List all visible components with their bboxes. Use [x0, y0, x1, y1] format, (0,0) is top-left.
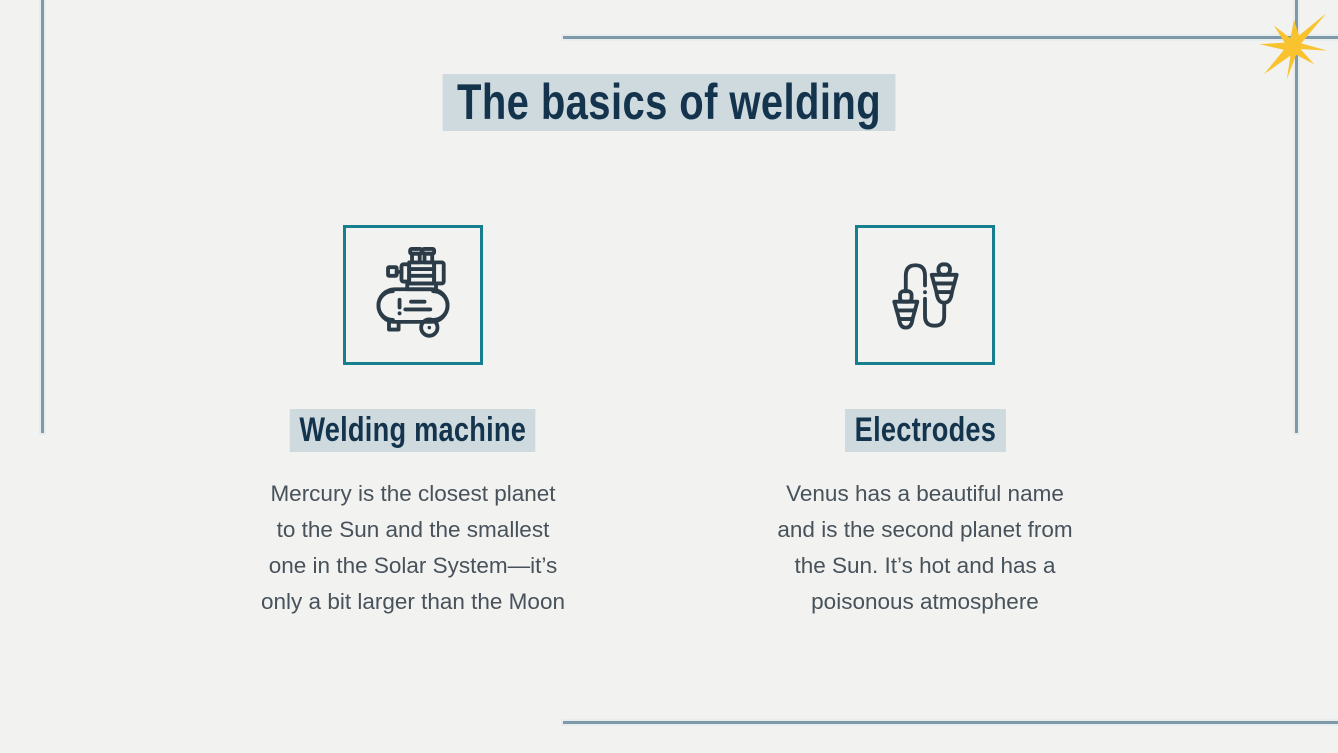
- top-horizontal-line: [563, 36, 1338, 39]
- starburst-icon: [1259, 13, 1328, 80]
- heading-welding-machine: Welding machine: [289, 409, 536, 452]
- column-welding-machine: Welding machine Mercury is the closest p…: [213, 225, 613, 620]
- electrodes-icon: [892, 262, 959, 330]
- slide-title: The basics of welding: [442, 74, 896, 131]
- title-block: The basics of welding: [0, 74, 1338, 131]
- body-electrodes: Venus has a beautiful name and is the se…: [777, 480, 1073, 614]
- welding-machine-icon: [376, 247, 450, 338]
- welding-machine-icon-box: [343, 225, 483, 365]
- body-welding-machine: Mercury is the closest planet to the Sun…: [261, 480, 565, 614]
- right-vertical-line: [1295, 0, 1298, 433]
- electrodes-icon-box: [855, 225, 995, 365]
- bottom-horizontal-line: [563, 721, 1338, 724]
- column-electrodes: Electrodes Venus has a beautiful name an…: [725, 225, 1125, 620]
- left-vertical-line: [41, 0, 44, 433]
- heading-electrodes: Electrodes: [844, 409, 1006, 452]
